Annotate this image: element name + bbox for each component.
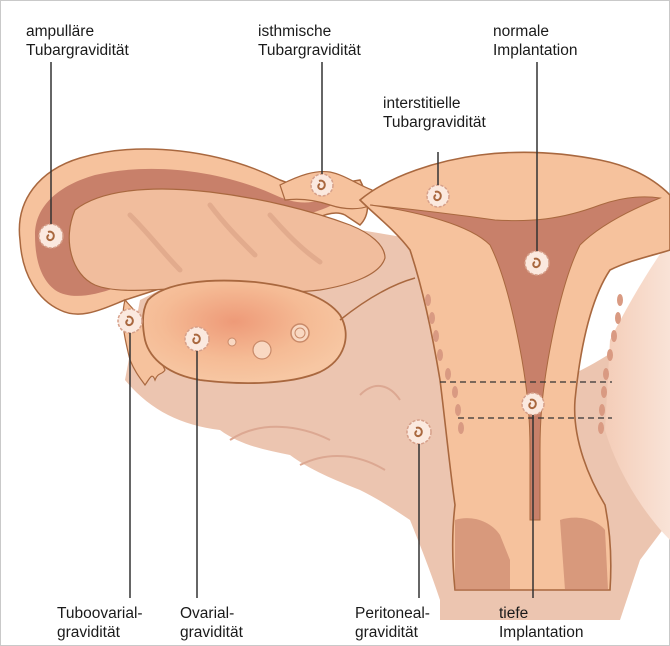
ovary-follicle-3	[228, 338, 236, 346]
embryo-ampullar	[39, 224, 63, 248]
label-normal: normale Implantation	[493, 22, 577, 60]
label-tuboovarian: Tuboovarial- gravidität	[57, 604, 143, 642]
label-peritoneal: Peritoneal- gravidität	[355, 604, 430, 642]
embryo-interstitial	[427, 185, 449, 207]
label-tuboovarian-line2: gravidität	[57, 623, 143, 642]
label-low-line2: Implantation	[499, 623, 583, 642]
embryo-normal	[525, 251, 549, 275]
label-isthmic-line2: Tubargravidität	[258, 41, 361, 60]
ovary-follicle-1	[291, 324, 309, 342]
label-normal-line2: Implantation	[493, 41, 577, 60]
label-ampullar-line2: Tubargravidität	[26, 41, 129, 60]
embryo-tuboovarian	[118, 309, 142, 333]
label-interstitial-line2: Tubargravidität	[383, 113, 486, 132]
label-isthmic-line1: isthmische	[258, 22, 361, 41]
label-isthmic: isthmische Tubargravidität	[258, 22, 361, 60]
label-interstitial: interstitielle Tubargravidität	[383, 94, 486, 132]
embryo-low	[522, 393, 544, 415]
label-low-line1: tiefe	[499, 604, 583, 623]
embryo-peritoneal	[407, 420, 431, 444]
label-interstitial-line1: interstitielle	[383, 94, 486, 113]
label-ovarian-line1: Ovarial-	[180, 604, 243, 623]
label-tuboovarian-line1: Tuboovarial-	[57, 604, 143, 623]
ovary	[143, 281, 346, 384]
label-peritoneal-line2: gravidität	[355, 623, 430, 642]
embryo-isthmic	[311, 174, 333, 196]
label-ampullar: ampulläre Tubargravidität	[26, 22, 129, 60]
embryo-ovarian	[185, 327, 209, 351]
cervix-right	[560, 518, 608, 590]
ovary-follicle-2	[253, 341, 271, 359]
label-ovarian: Ovarial- gravidität	[180, 604, 243, 642]
label-ovarian-line2: gravidität	[180, 623, 243, 642]
label-low: tiefe Implantation	[499, 604, 583, 642]
label-ampullar-line1: ampulläre	[26, 22, 129, 41]
label-peritoneal-line1: Peritoneal-	[355, 604, 430, 623]
label-normal-line1: normale	[493, 22, 577, 41]
